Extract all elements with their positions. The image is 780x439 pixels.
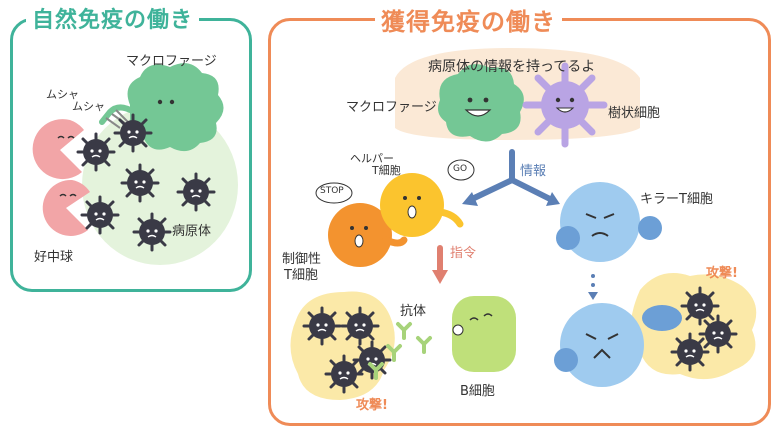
- attack-label-left: 攻撃!: [356, 398, 388, 413]
- info-label: 情報: [520, 164, 547, 179]
- bcell-label: B細胞: [460, 384, 495, 399]
- regulatory-t-cell: [328, 203, 408, 267]
- killer-t-cell-1: [556, 182, 662, 262]
- helper-label-2: T細胞: [372, 164, 401, 177]
- info-arrows: [467, 149, 555, 203]
- info-banner-text: 病原体の情報を持ってるよ: [428, 59, 596, 75]
- dendritic-cell: [522, 62, 608, 148]
- acquired-macrophage-label: マクロファージ: [346, 100, 437, 115]
- attack-zone-right: [631, 273, 757, 380]
- innate-macrophage-label: マクロファージ: [126, 54, 217, 69]
- command-arrow: [432, 245, 448, 284]
- killer-t-cell-2: [554, 303, 682, 387]
- macrophage-acquired: [438, 64, 524, 142]
- innate-title: 自然免疫の働き: [26, 2, 200, 34]
- killer-dotted-arrow: [588, 274, 598, 300]
- helper-t-cell: [380, 173, 464, 237]
- stop-bubble: [315, 182, 353, 204]
- munch-text-2: ムシャ: [72, 100, 105, 113]
- killer-label: キラーT細胞: [640, 192, 713, 207]
- antibody-label: 抗体: [400, 304, 427, 319]
- neutrophil-label: 好中球: [34, 250, 74, 265]
- go-bubble-text: GO: [453, 164, 468, 174]
- macrophage-innate: [99, 63, 224, 152]
- attack-zone-left: [290, 291, 395, 400]
- attack-label-right: 攻撃!: [706, 266, 738, 281]
- regulatory-label-2: T細胞: [284, 268, 318, 283]
- neutrophil-2: [42, 179, 90, 236]
- helper-label-1: ヘルパー: [350, 152, 394, 165]
- munch-text-1: ムシャ: [46, 88, 79, 101]
- command-label: 指令: [450, 246, 477, 261]
- b-cell: [452, 296, 516, 372]
- neutrophil-1: [32, 119, 84, 180]
- dendritic-label: 樹状細胞: [608, 106, 661, 121]
- pathogen-label: 病原体: [172, 224, 212, 239]
- regulatory-label-1: 制御性: [282, 252, 322, 267]
- acquired-title: 獲得免疫の働き: [375, 2, 562, 37]
- stop-bubble-text: STOP: [320, 186, 344, 196]
- go-bubble: [447, 159, 475, 181]
